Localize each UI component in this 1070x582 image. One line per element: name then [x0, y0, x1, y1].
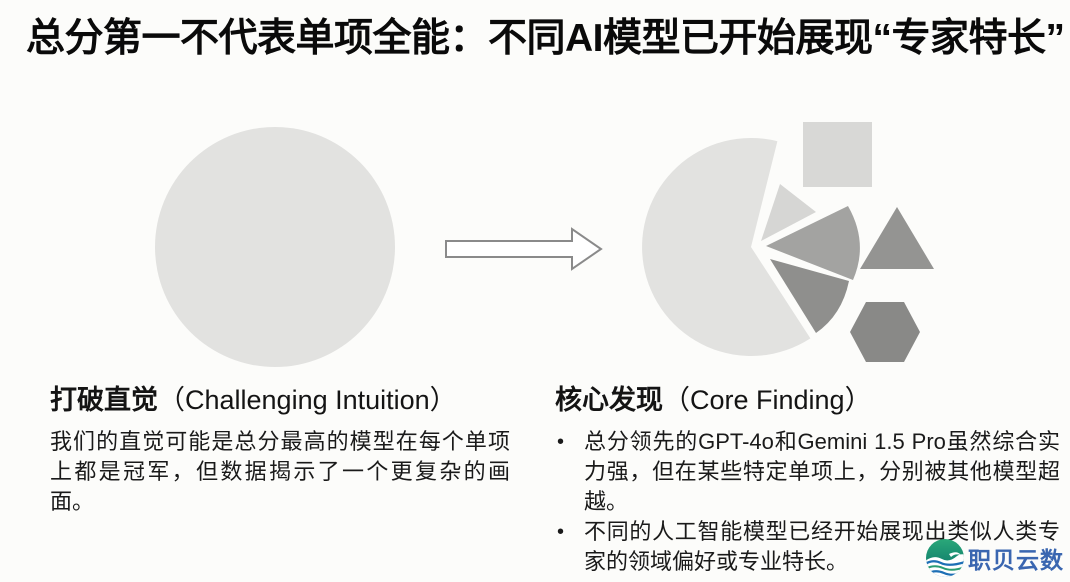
right-arrow-icon: [445, 227, 603, 271]
section-core-finding: 核心发现（Core Finding） • 总分领先的GPT-4o和Gemini …: [555, 384, 1060, 577]
detached-hexagon-shape: [850, 302, 920, 362]
bullet-marker: •: [557, 520, 565, 543]
heading-en: （Core Finding）: [663, 385, 872, 415]
section-heading: 打破直觉（Challenging Intuition）: [50, 384, 510, 418]
detached-square-shape: [803, 122, 872, 187]
detached-dark-wedge-shape: [770, 259, 849, 333]
unified-circle-shape: [155, 127, 395, 367]
core-finding-bullet-list: • 总分领先的GPT-4o和Gemini 1.5 Pro虽然综合实力强，但在某些…: [555, 427, 1060, 577]
brand-logo: 职贝云数: [925, 538, 1064, 578]
list-item: • 总分领先的GPT-4o和Gemini 1.5 Pro虽然综合实力强，但在某些…: [555, 427, 1060, 517]
heading-zh: 核心发现: [555, 385, 663, 415]
section-body-text: 我们的直觉可能是总分最高的模型在每个单项上都是冠军，但数据揭示了一个更复杂的画面…: [50, 428, 510, 514]
section-challenging-intuition: 打破直觉（Challenging Intuition） 我们的直觉可能是总分最高…: [50, 384, 510, 517]
logo-text: 职贝云数: [968, 547, 1064, 573]
detached-light-triangle-shape: [761, 184, 816, 241]
bullet-text: 总分领先的GPT-4o和Gemini 1.5 Pro虽然综合实力强，但在某些特定…: [584, 428, 1060, 514]
detached-triangle-shape: [860, 207, 934, 269]
slide-title: 总分第一不代表单项全能：不同AI模型已开始展现“专家特长”: [26, 17, 1065, 60]
list-item: • 不同的人工智能模型已经开始展现出类似人类专家的领域偏好或专业特长。: [555, 517, 1060, 577]
heading-en: （Challenging Intuition）: [158, 385, 457, 415]
detached-mid-wedge-shape: [766, 206, 860, 280]
bullet-text: 不同的人工智能模型已经开始展现出类似人类专家的领域偏好或专业特长。: [584, 518, 1060, 574]
bullet-marker: •: [557, 430, 565, 453]
exploded-pie-body-shape: [642, 137, 811, 356]
section-heading: 核心发现（Core Finding）: [555, 384, 1060, 418]
logo-globe-icon: [926, 539, 964, 577]
heading-zh: 打破直觉: [50, 385, 158, 415]
